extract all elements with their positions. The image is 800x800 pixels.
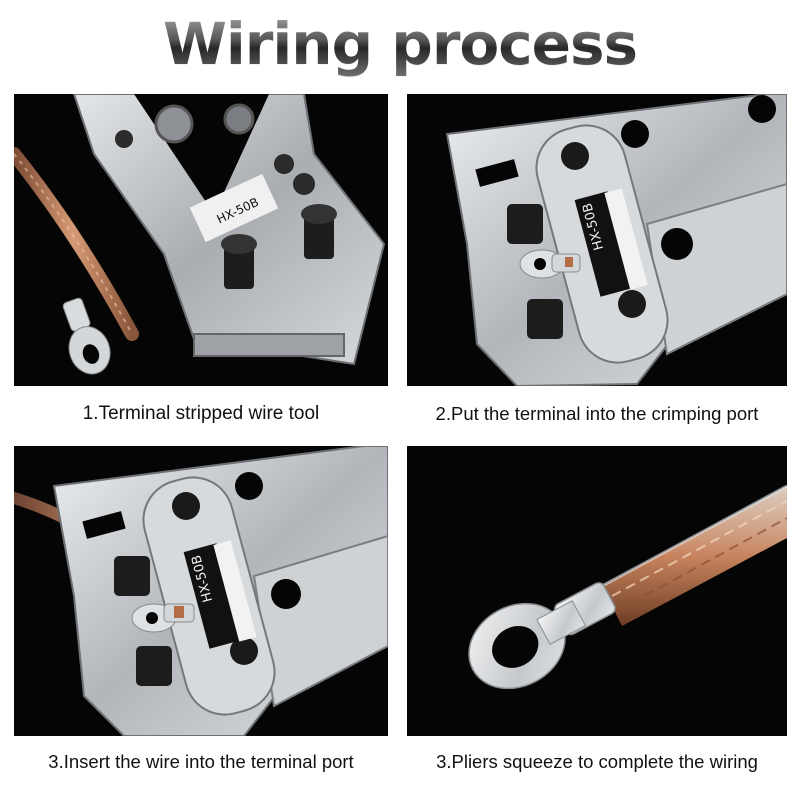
step-1-caption: 1.Terminal stripped wire tool — [82, 403, 320, 424]
step-1-photo: HX-50B — [14, 94, 388, 386]
step-3-caption: 3.Insert the wire into the terminal port — [48, 751, 354, 772]
page-title: Wiring process — [0, 4, 800, 84]
step-4-photo — [407, 446, 787, 736]
step-4-caption: 3.Pliers squeeze to complete the wiring — [436, 751, 758, 772]
step-3-photo: HX-50B — [14, 446, 388, 736]
step-2-photo: HX-50B — [407, 94, 787, 386]
step-2-caption: 2.Put the terminal into the crimping por… — [435, 403, 759, 424]
